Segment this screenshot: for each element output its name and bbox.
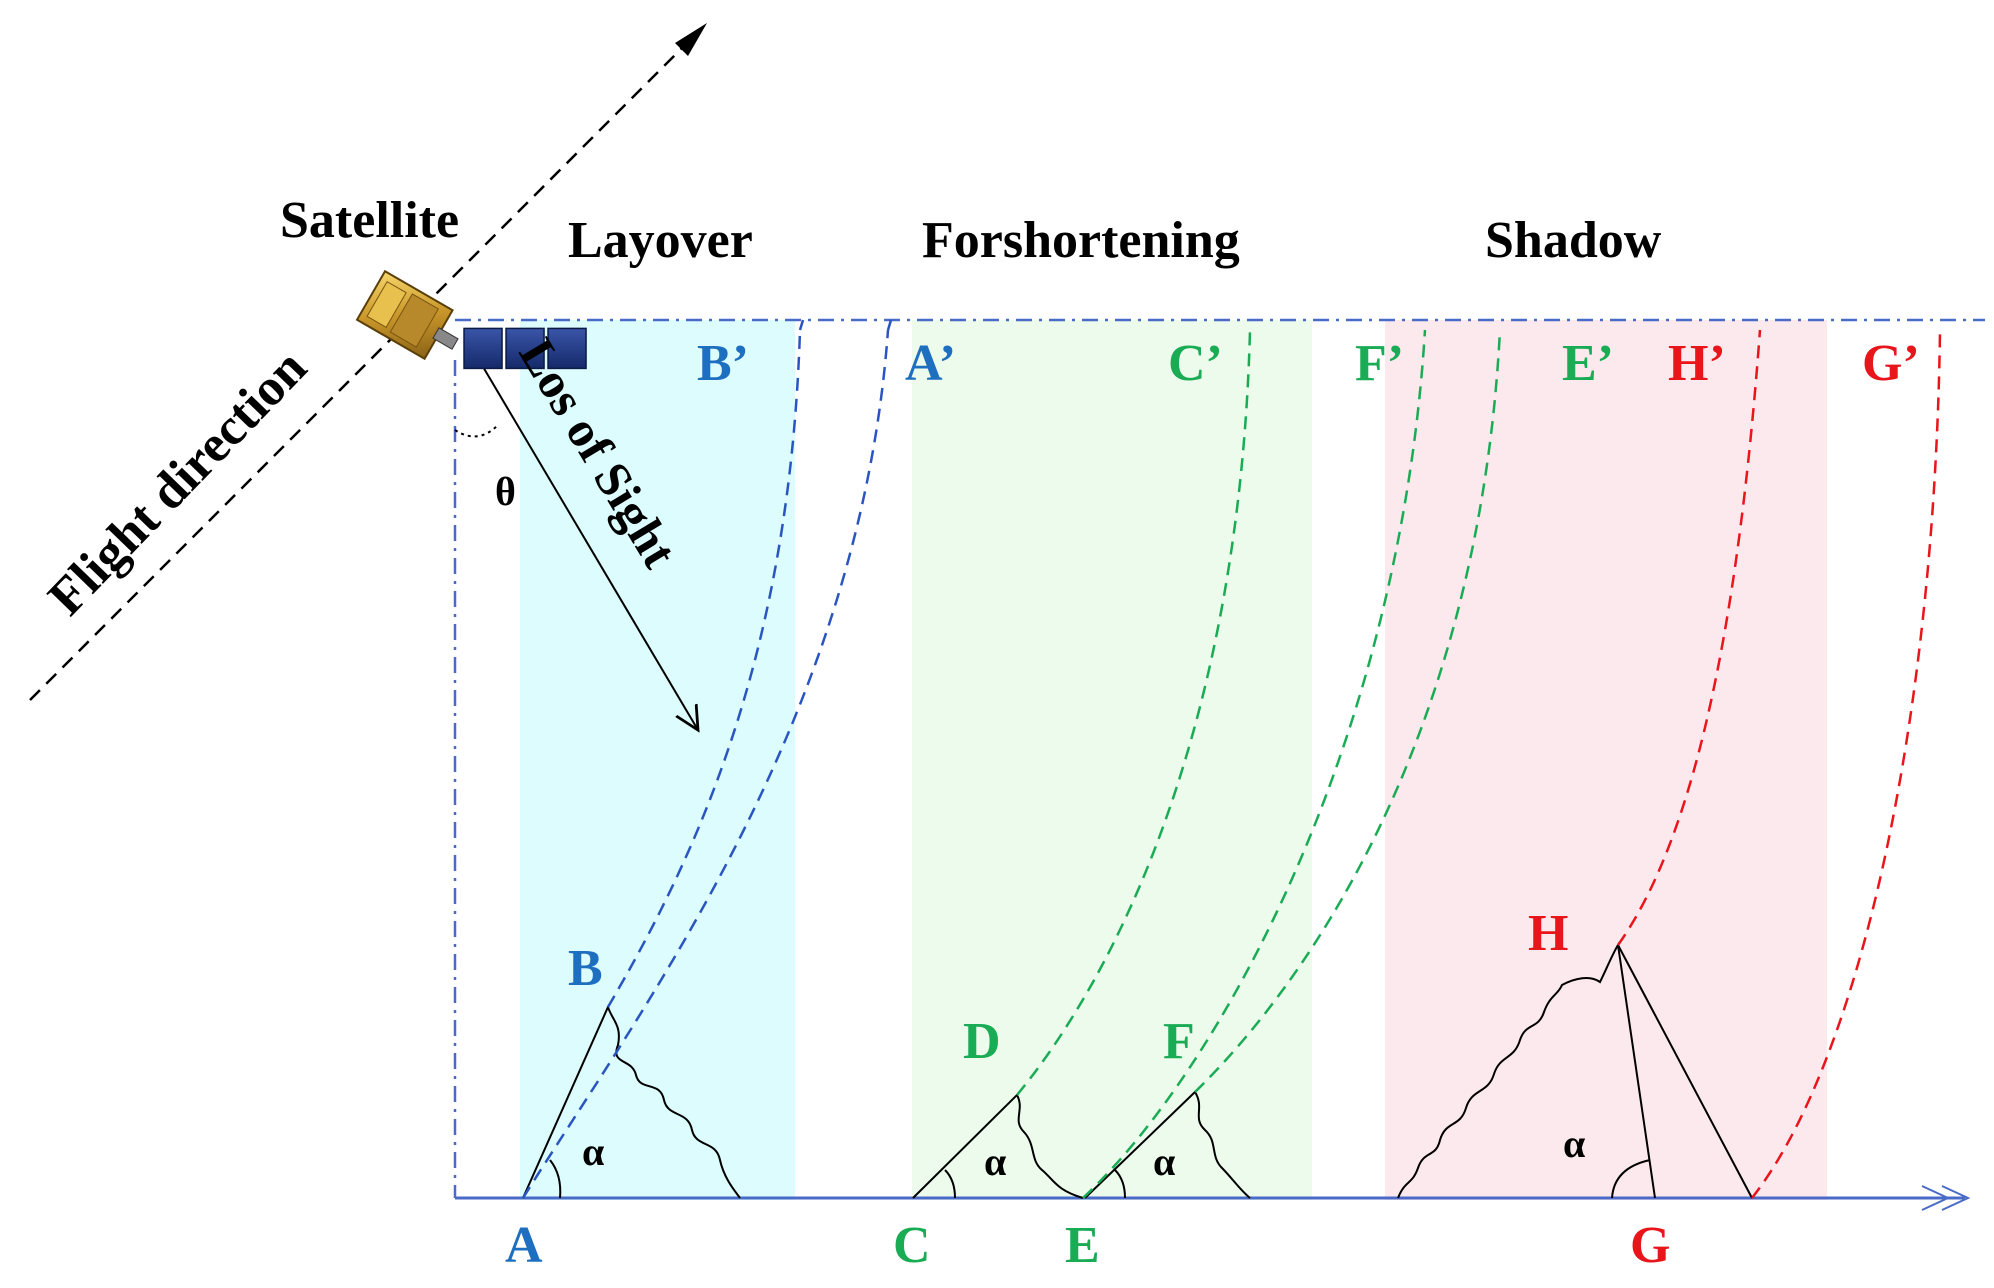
projection-A <box>521 329 890 1199</box>
projection-F <box>1194 329 1502 1093</box>
label-C-prime: C’ <box>1168 335 1223 392</box>
label-A-prime: A’ <box>905 335 956 392</box>
alpha-forshortening-2: α <box>1153 1139 1175 1184</box>
label-A: A <box>505 1217 543 1274</box>
satellite-icon <box>355 269 587 370</box>
flight-direction-arrowhead <box>675 23 707 56</box>
label-E: E <box>1065 1217 1100 1274</box>
line-of-sight-arrow <box>475 354 698 730</box>
projection-B <box>606 329 802 1008</box>
projection-D <box>1016 329 1252 1096</box>
forshortening-band <box>912 320 1312 1200</box>
projection-B-top <box>798 319 805 331</box>
label-B-prime: B’ <box>697 335 749 392</box>
incidence-angle-arc <box>454 424 499 438</box>
forshortening-alpha-arc-1 <box>944 1169 956 1199</box>
satellite-label: Satellite <box>280 192 459 249</box>
label-G: G <box>1630 1217 1670 1274</box>
shadow-mountain-back <box>1617 944 1753 1199</box>
projection-H <box>1616 329 1762 946</box>
alpha-forshortening-1: α <box>984 1139 1006 1184</box>
ground-axis-arrowhead <box>1921 1185 1971 1211</box>
shadow-mountain-slope <box>1397 944 1619 1199</box>
shadow-band <box>1385 320 1827 1200</box>
label-H-prime: H’ <box>1668 335 1726 392</box>
label-F-prime: F’ <box>1355 335 1404 392</box>
projection-G <box>1751 329 1942 1199</box>
forshortening-alpha-arc-2 <box>1114 1169 1126 1199</box>
label-B: B <box>568 940 603 997</box>
layover-alpha-arc <box>549 1159 562 1199</box>
projection-E <box>1082 329 1427 1199</box>
layover-mountain <box>522 1004 741 1199</box>
alpha-layover: α <box>582 1129 604 1174</box>
layover-band <box>520 320 795 1200</box>
shadow-alpha-arc <box>1611 1159 1651 1199</box>
forshortening-mountain-1 <box>912 1093 1084 1199</box>
label-E-prime: E’ <box>1562 335 1614 392</box>
label-F: F <box>1163 1013 1195 1070</box>
projection-A-top <box>886 319 893 331</box>
theta-symbol: θ <box>495 469 516 514</box>
alpha-shadow: α <box>1563 1121 1585 1166</box>
forshortening-mountain-2 <box>1084 1090 1251 1199</box>
forshortening-title: Forshortening <box>922 212 1240 269</box>
flight-direction-label: Flight direction <box>38 339 318 626</box>
flight-direction-line <box>29 39 691 701</box>
label-C: C <box>893 1217 931 1274</box>
label-G-prime: G’ <box>1862 335 1920 392</box>
label-H: H <box>1528 905 1568 962</box>
label-D: D <box>963 1013 1001 1070</box>
shadow-mountain-vertical <box>1617 944 1656 1199</box>
layover-title: Layover <box>568 212 753 269</box>
shadow-title: Shadow <box>1485 212 1662 269</box>
